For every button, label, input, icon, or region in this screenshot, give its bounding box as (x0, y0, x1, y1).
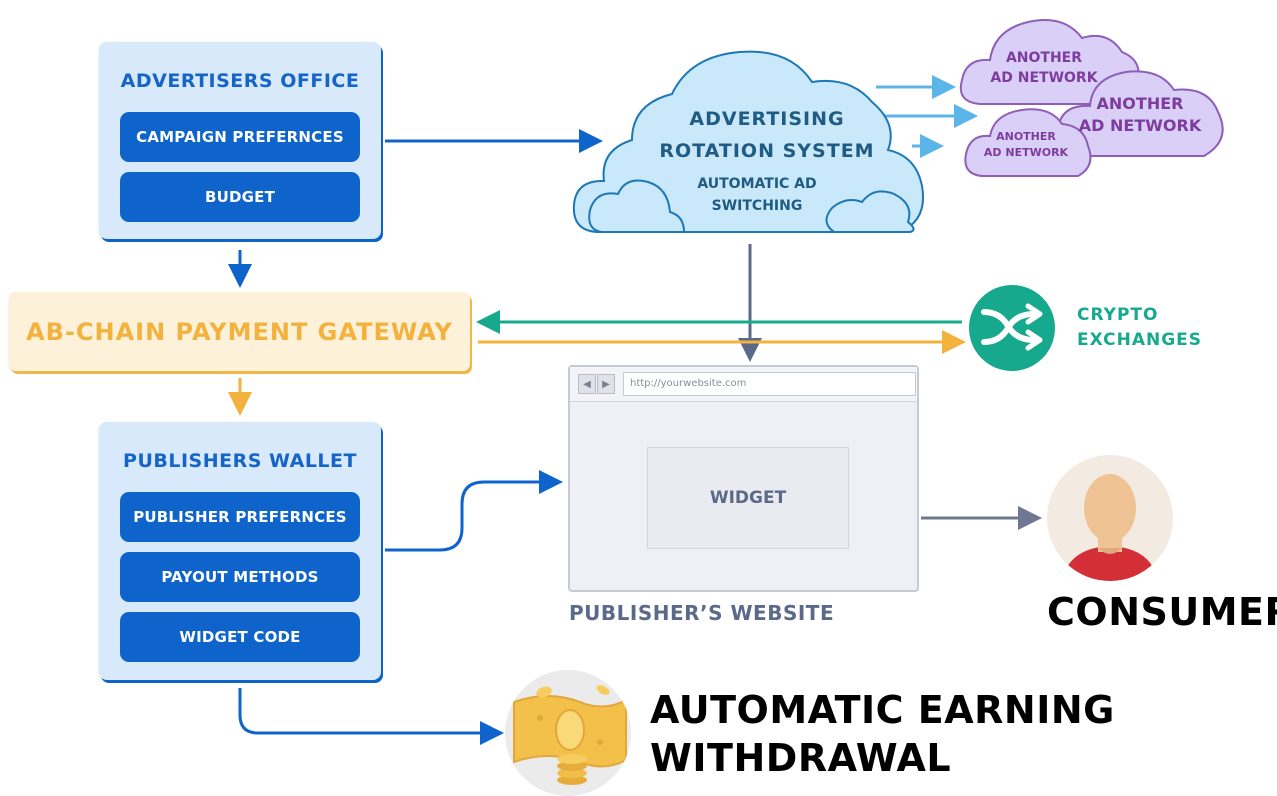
rotation-cloud (572, 50, 924, 233)
payout-methods-button[interactable]: PAYOUT METHODS (120, 552, 360, 602)
payment-gateway: AB-CHAIN PAYMENT GATEWAY (9, 292, 470, 371)
rotation-sub-line1: AUTOMATIC AD (697, 176, 816, 192)
publisher-website-browser: ◀ ▶ http://yourwebsite.com WIDGET (568, 365, 919, 592)
publishers-wallet-panel: PUBLISHERS WALLET PUBLISHER PREFERNCES P… (99, 422, 381, 680)
rotation-title-line2: ROTATION SYSTEM (659, 140, 874, 162)
rotation-sub-line2: SWITCHING (712, 198, 803, 214)
arrow-publishers-to-withdrawal (238, 688, 504, 745)
network-1-line2: AD NETWORK (990, 70, 1098, 86)
forward-arrow-icon[interactable]: ▶ (597, 374, 615, 394)
crypto-label-line1: CRYPTO (1077, 305, 1159, 325)
browser-toolbar: ◀ ▶ http://yourwebsite.com (570, 367, 917, 402)
arrow-publishers-to-website (385, 470, 563, 552)
network-2-line1: ANOTHER (1097, 94, 1184, 113)
consumer-label: CONSUMER (1047, 590, 1277, 634)
network-cloud-3 (964, 108, 1092, 177)
publisher-preferences-button[interactable]: PUBLISHER PREFERNCES (120, 492, 360, 542)
widget-code-button[interactable]: WIDGET CODE (120, 612, 360, 662)
widget-box: WIDGET (647, 447, 849, 549)
money-withdrawal-icon (505, 670, 631, 796)
withdrawal-label: AUTOMATIC EARNING WITHDRAWAL (650, 686, 1115, 782)
campaign-preferences-button[interactable]: CAMPAIGN PREFERNCES (120, 112, 360, 162)
withdrawal-label-line1: AUTOMATIC EARNING (650, 688, 1115, 732)
withdrawal-label-line2: WITHDRAWAL (650, 736, 952, 780)
publisher-website-label: PUBLISHER’S WEBSITE (569, 601, 835, 625)
url-field[interactable]: http://yourwebsite.com (623, 372, 916, 396)
consumer-avatar-icon (1047, 455, 1173, 581)
budget-button[interactable]: BUDGET (120, 172, 360, 222)
network-2-line2: AD NETWORK (1079, 116, 1202, 135)
crypto-label-line2: EXCHANGES (1077, 330, 1203, 350)
network-3-line1: ANOTHER (996, 130, 1056, 143)
rotation-title-line1: ADVERTISING (689, 108, 844, 130)
advertisers-office-title: ADVERTISERS OFFICE (120, 70, 360, 92)
network-3-line2: AD NETWORK (984, 146, 1069, 159)
network-1-line1: ANOTHER (1006, 50, 1082, 66)
crypto-exchanges-label: CRYPTO EXCHANGES (1077, 303, 1202, 353)
advertisers-office-panel: ADVERTISERS OFFICE CAMPAIGN PREFERNCES B… (99, 42, 381, 239)
publishers-wallet-title: PUBLISHERS WALLET (123, 450, 357, 472)
crypto-exchange-icon (969, 285, 1055, 371)
back-arrow-icon[interactable]: ◀ (578, 374, 596, 394)
